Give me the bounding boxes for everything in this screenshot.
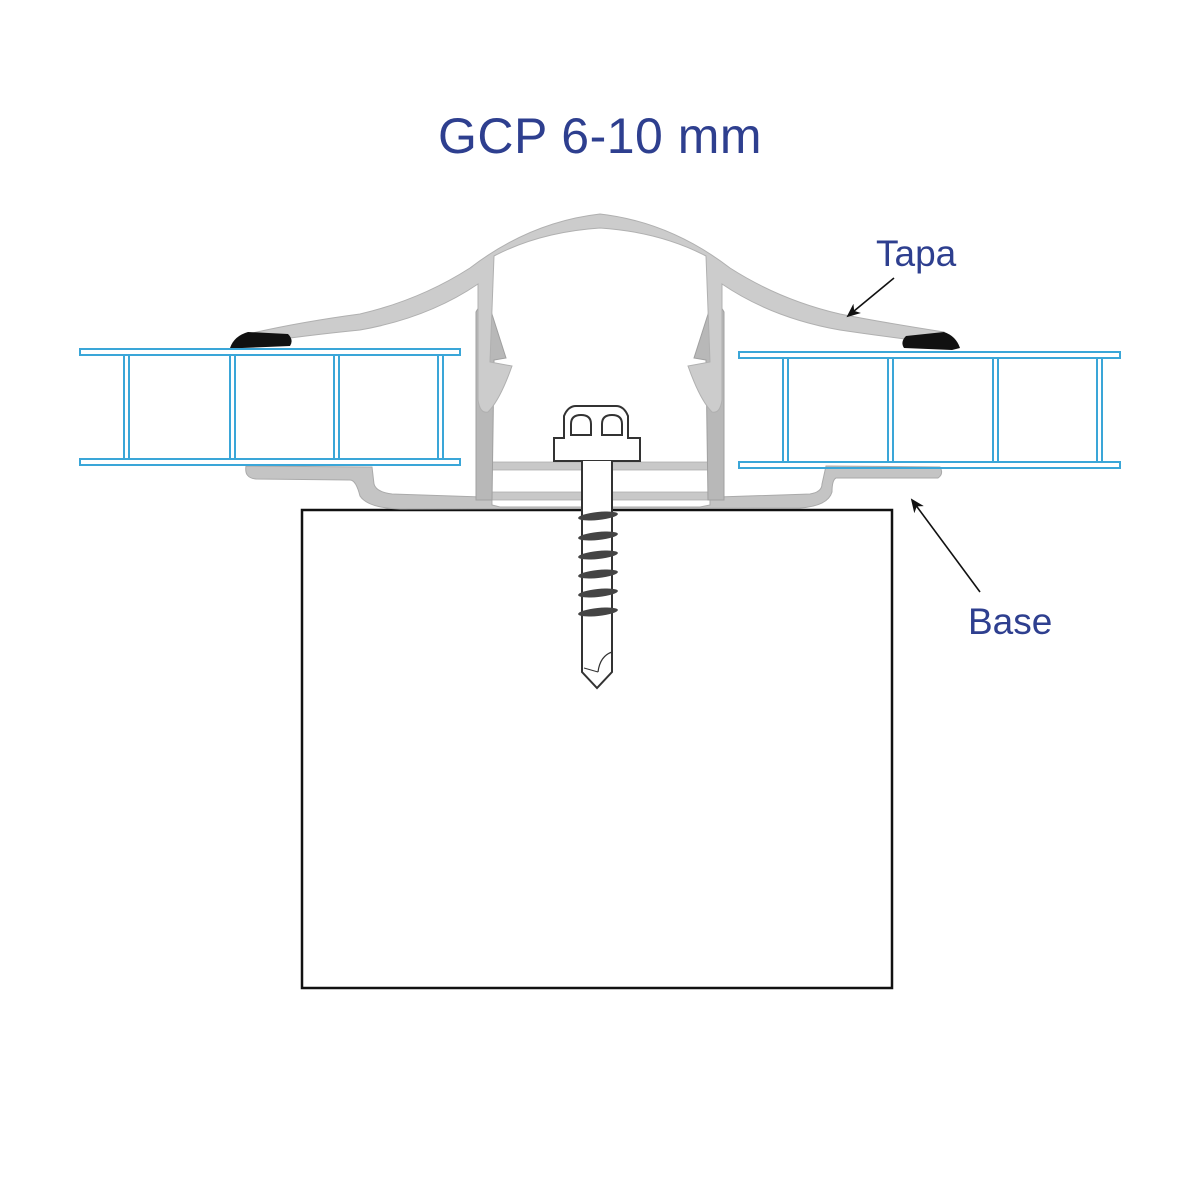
right-panel	[738, 351, 1121, 469]
screw	[553, 405, 641, 690]
tapa-profile	[247, 213, 945, 413]
screw-head	[553, 405, 641, 462]
screw-threads	[578, 511, 618, 617]
label-tapa: Tapa	[876, 233, 957, 274]
base-arrow	[910, 498, 981, 593]
label-base: Base	[968, 601, 1053, 642]
right-gasket	[902, 332, 960, 350]
left-gasket	[230, 332, 292, 348]
tapa-arrow	[846, 277, 895, 318]
left-panel	[79, 348, 461, 466]
diagram-title: GCP 6-10 mm	[437, 108, 763, 164]
